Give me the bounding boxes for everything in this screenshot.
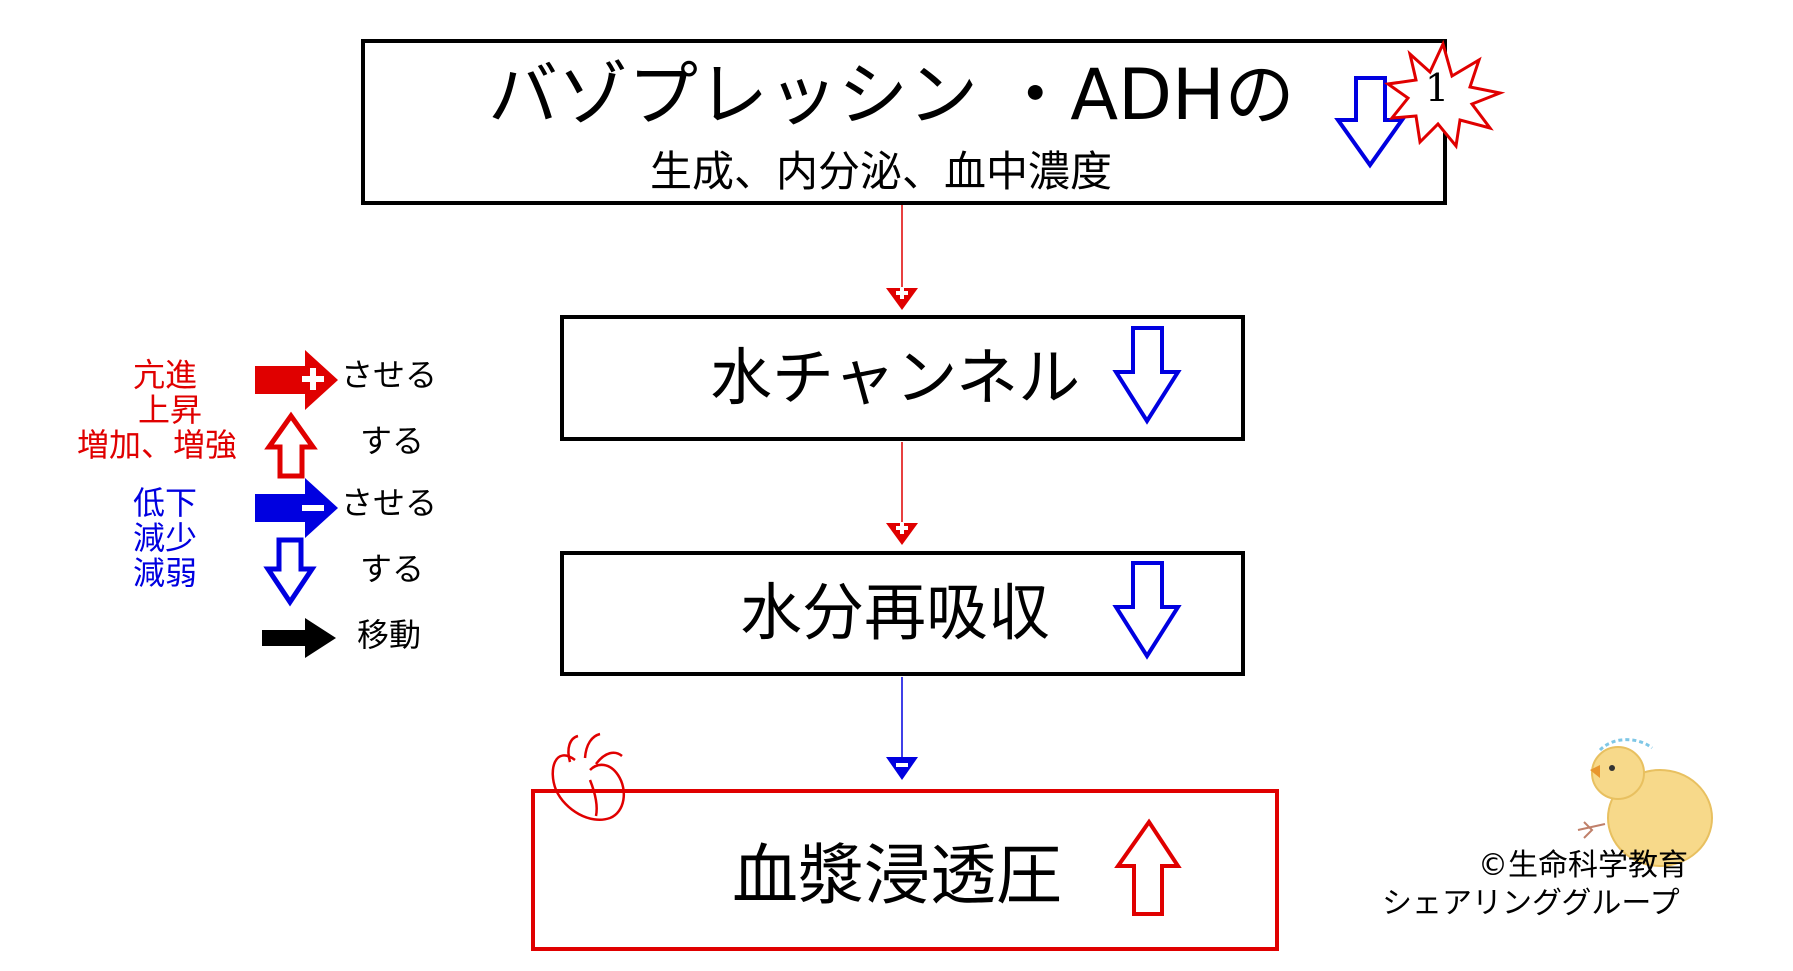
top-box-frame: [361, 39, 1447, 205]
middle-box-down-arrow-icon: [1112, 326, 1182, 425]
legend-increase-word-2: 上昇: [138, 391, 203, 429]
plus-sign-1-v: [900, 287, 904, 299]
connector-arrowhead-3: [886, 757, 918, 780]
bottom-box-label: 血漿浸透圧: [732, 837, 1062, 914]
burst-badge-number: 1: [1425, 66, 1450, 110]
plus-sign-2-v: [900, 522, 904, 534]
legend-blue-minus: [302, 505, 324, 511]
legend-red-causes-label: させる: [341, 356, 438, 394]
legend-red-does-label: する: [360, 422, 425, 460]
middle-box-label: 水チャンネル: [710, 341, 1081, 414]
credit-line-2: シェアリンググループ: [1382, 886, 1680, 921]
legend-red-plus-v: [310, 368, 316, 390]
top-box-title: バゾプレッシン ・ADHの: [488, 54, 1295, 136]
legend-decrease-word-2: 減少: [133, 519, 198, 557]
chick-mascot-icon: [1577, 738, 1713, 867]
top-box-down-arrow-icon: [1334, 76, 1406, 169]
legend-blue-does-label: する: [360, 550, 425, 588]
top-box-subtitle: 生成、内分泌、血中濃度: [650, 147, 1113, 196]
credit-line-1: ©生命科学教育: [1478, 848, 1688, 883]
legend-increase-word-3: 増加、増強: [77, 426, 238, 464]
legend-blue-cause-arrow-icon: [255, 478, 338, 538]
legend-increase-word-1: 亢進: [133, 356, 198, 394]
legend-blue-causes-label: させる: [341, 484, 438, 522]
lower-box-down-arrow-icon: [1112, 561, 1182, 660]
legend-move-label: 移動: [357, 616, 422, 654]
legend-red-up-arrow-icon: [264, 411, 318, 479]
legend-blue-down-arrow-icon: [263, 537, 317, 607]
legend-decrease-word-1: 低下: [133, 484, 198, 522]
legend-red-cause-arrow-icon: [255, 350, 338, 410]
legend-decrease-word-3: 減弱: [133, 554, 198, 592]
heart-icon: [551, 732, 626, 821]
lower-box-label: 水分再吸収: [740, 576, 1051, 649]
bottom-box-up-arrow-icon: [1114, 818, 1182, 916]
legend-move-arrow-icon: [262, 618, 336, 658]
minus-sign-3: [896, 763, 908, 767]
burst-badge-icon: [1384, 39, 1506, 150]
